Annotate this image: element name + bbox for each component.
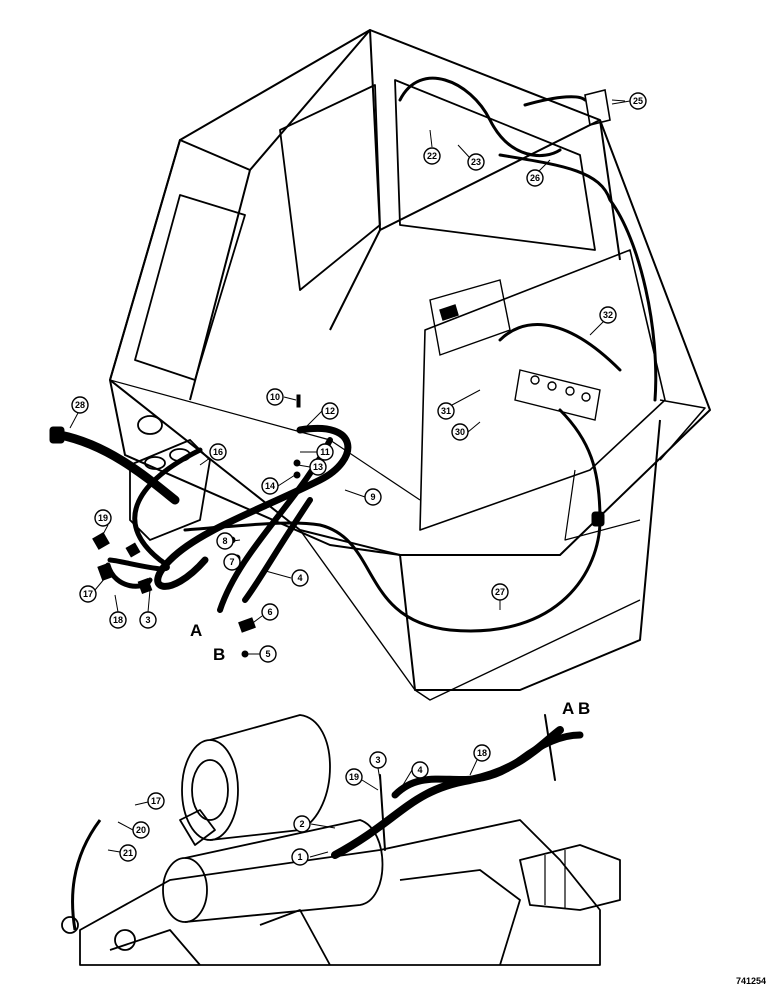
- svg-text:21: 21: [123, 848, 133, 858]
- instrument-panel: [429, 279, 601, 421]
- svg-text:10: 10: [270, 392, 280, 402]
- svg-text:3: 3: [145, 615, 150, 625]
- svg-text:13: 13: [313, 462, 323, 472]
- callout-17-engine: 17: [134, 792, 165, 810]
- engine-heater-hoses: [331, 714, 584, 859]
- callout-14: 14: [261, 474, 296, 495]
- svg-text:32: 32: [603, 310, 613, 320]
- svg-text:28: 28: [75, 400, 85, 410]
- cab-outline: [109, 29, 711, 701]
- svg-text:9: 9: [370, 492, 375, 502]
- callout-19-cab: 19: [94, 509, 112, 541]
- callout-12: 12: [304, 402, 339, 429]
- letter-b-cab: B: [213, 645, 225, 664]
- callout-17-cab: 17: [79, 577, 106, 603]
- svg-text:27: 27: [495, 587, 505, 597]
- callout-18-engine: 18: [469, 744, 491, 776]
- svg-text:16: 16: [213, 447, 223, 457]
- svg-text:14: 14: [265, 481, 275, 491]
- svg-text:20: 20: [136, 825, 146, 835]
- callout-8: 8: [216, 532, 241, 550]
- callout-3-cab: 3: [139, 589, 157, 629]
- letter-a-cab: A: [190, 621, 202, 640]
- svg-text:18: 18: [113, 615, 123, 625]
- callout-9: 9: [344, 488, 382, 506]
- svg-text:4: 4: [417, 765, 422, 775]
- letter-b-engine: B: [578, 699, 590, 718]
- callout-6: 6: [249, 603, 279, 626]
- callout-28: 28: [69, 396, 89, 429]
- engine-assembly: [61, 714, 621, 966]
- figure-number: 741254: [735, 976, 766, 986]
- svg-text:19: 19: [349, 772, 359, 782]
- svg-text:8: 8: [222, 536, 227, 546]
- callout-4-engine: 4: [399, 761, 429, 791]
- callout-32: 32: [589, 306, 617, 336]
- svg-text:30: 30: [455, 427, 465, 437]
- callout-27: 27: [491, 583, 509, 610]
- callout-3-engine: 3: [369, 751, 387, 781]
- callout-1: 1: [291, 848, 329, 866]
- callout-11: 11: [300, 443, 334, 461]
- callout-26: 26: [526, 159, 551, 187]
- fittings: [49, 89, 611, 658]
- svg-text:22: 22: [427, 151, 437, 161]
- callout-31: 31: [437, 389, 481, 420]
- svg-text:3: 3: [375, 755, 380, 765]
- svg-text:25: 25: [633, 96, 643, 106]
- svg-text:17: 17: [83, 589, 93, 599]
- svg-text:7: 7: [229, 557, 234, 567]
- svg-text:31: 31: [441, 406, 451, 416]
- callout-29: [611, 99, 626, 102]
- callout-7: 7: [223, 553, 241, 571]
- svg-text:17: 17: [151, 796, 161, 806]
- svg-text:2: 2: [299, 819, 304, 829]
- callout-25: 25: [611, 92, 647, 110]
- svg-text:5: 5: [265, 649, 270, 659]
- callout-30: 30: [451, 421, 481, 441]
- svg-text:18: 18: [477, 748, 487, 758]
- svg-text:26: 26: [530, 173, 540, 183]
- heater-box: [129, 415, 211, 542]
- callout-10: 10: [266, 388, 297, 406]
- svg-text:4: 4: [297, 573, 302, 583]
- callout-20: 20: [117, 821, 150, 839]
- callout-19-engine: 19: [345, 768, 379, 791]
- hoses: [55, 76, 658, 633]
- callout-23: 23: [457, 144, 485, 171]
- svg-text:12: 12: [325, 406, 335, 416]
- callout-16: 16: [199, 443, 227, 466]
- callout-4-cab: 4: [261, 569, 309, 587]
- callout-21: 21: [107, 844, 137, 862]
- svg-text:6: 6: [267, 607, 272, 617]
- callout-5: 5: [248, 645, 277, 663]
- callout-2: 2: [293, 815, 336, 833]
- callout-13: 13: [297, 458, 327, 476]
- svg-text:1: 1: [297, 852, 302, 862]
- letter-a-engine: A: [562, 699, 574, 718]
- svg-text:23: 23: [471, 157, 481, 167]
- callout-18-cab: 18: [109, 594, 127, 629]
- svg-text:11: 11: [320, 447, 330, 457]
- svg-text:19: 19: [98, 513, 108, 523]
- callout-22: 22: [423, 129, 441, 165]
